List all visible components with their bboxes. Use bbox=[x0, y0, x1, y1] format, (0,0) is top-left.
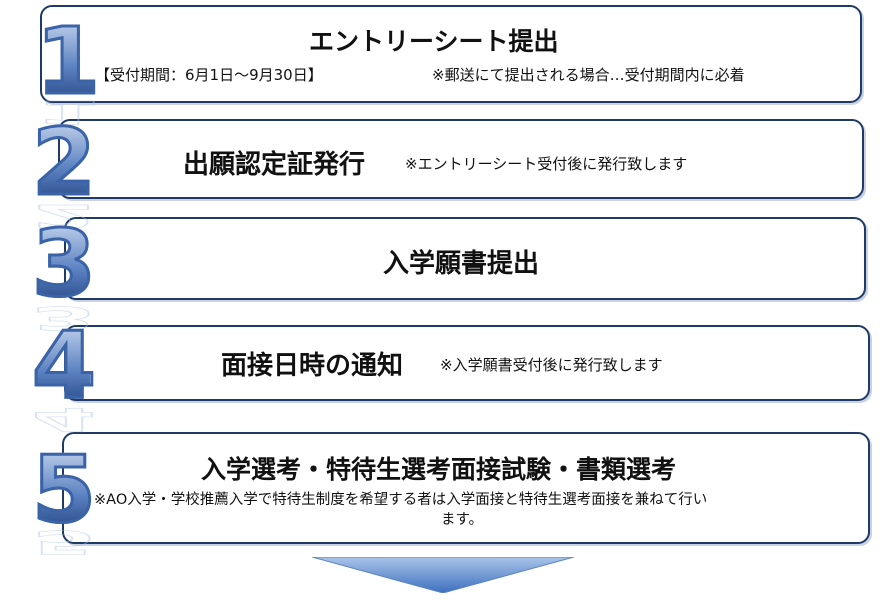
step-2-number: 2 bbox=[31, 109, 98, 216]
step-4-note: ※入学願書受付後に発行致します bbox=[440, 356, 663, 374]
step-1-note: ※郵送にて提出される場合…受付期間内に必着 bbox=[432, 66, 745, 84]
step-3-title: 入学願書提出 bbox=[383, 249, 540, 279]
step-5-note-line-2: ます。 bbox=[441, 512, 484, 528]
step-2-box bbox=[58, 119, 864, 199]
step-4-box bbox=[64, 325, 870, 401]
step-1-number: 1 bbox=[35, 8, 102, 115]
step-4-number: 4 bbox=[31, 312, 98, 419]
step-1-period: 【受付期間：6月1日～9月30日】 bbox=[95, 66, 323, 84]
step-1-box bbox=[40, 5, 862, 103]
step-2-title: 出願認定証発行 bbox=[183, 150, 366, 180]
step-3-number: 3 bbox=[31, 210, 98, 317]
step-5-note-line-1: ※AO入学・学校推薦入学で特待生制度を希望する者は入学面接と特待生選考面接を兼ね… bbox=[94, 492, 708, 508]
step-1-title: エントリーシート提出 bbox=[309, 27, 559, 56]
step-5-number: 5 bbox=[31, 436, 98, 543]
step-5-title: 入学選考・特待生選考面接試験・書類選考 bbox=[201, 455, 677, 484]
step-5-box bbox=[62, 432, 870, 544]
down-arrow-icon bbox=[312, 557, 574, 593]
step-4-title: 面接日時の通知 bbox=[221, 351, 404, 381]
step-3-box bbox=[64, 217, 866, 300]
step-2-note: ※エントリーシート受付後に発行致します bbox=[405, 155, 688, 173]
